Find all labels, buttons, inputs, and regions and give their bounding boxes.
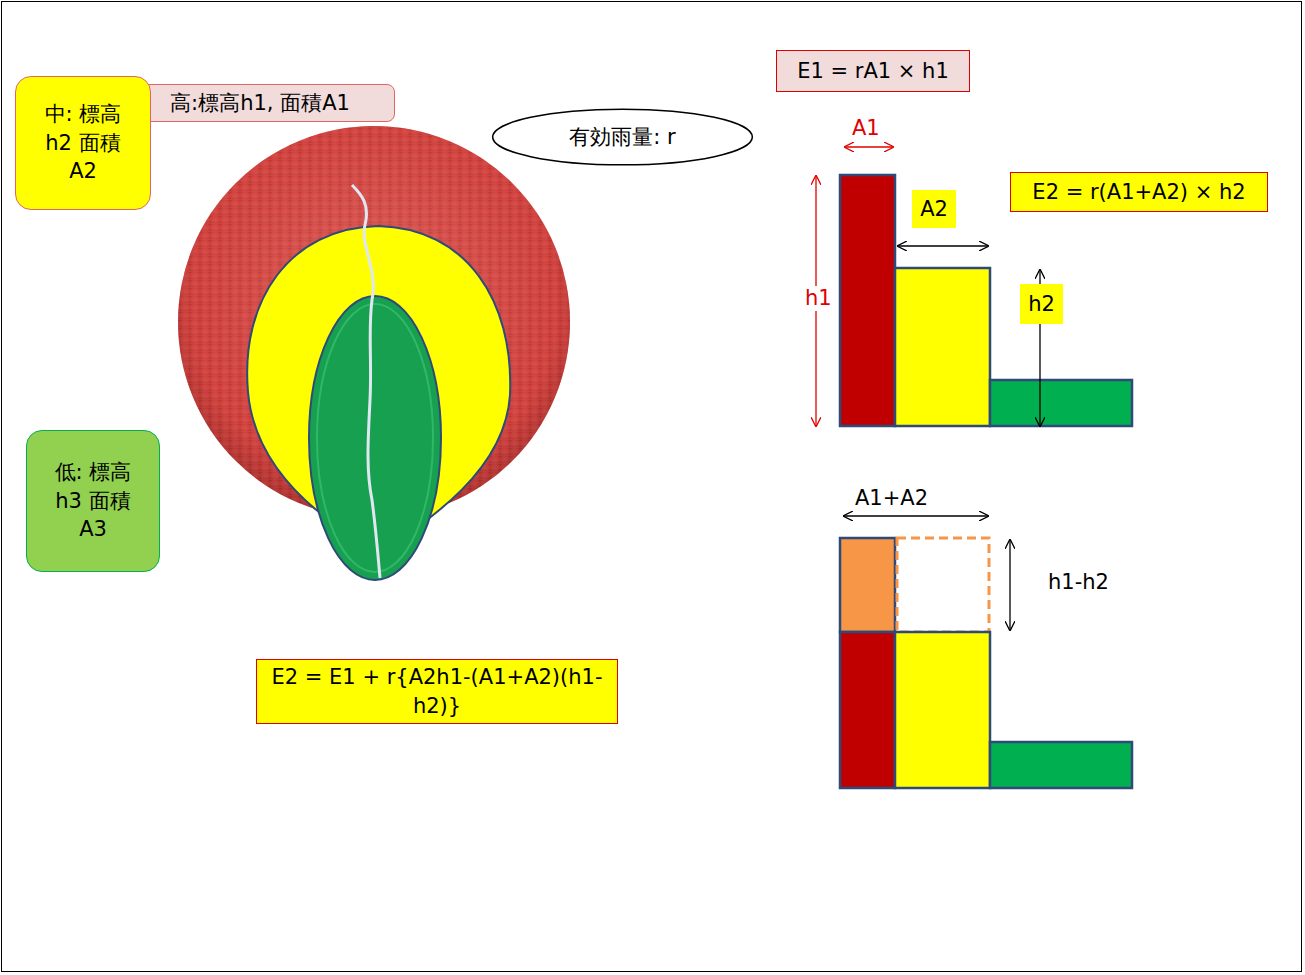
dimension-label: A2: [912, 190, 956, 228]
dimension-label: A1+A2: [853, 486, 930, 511]
node-text: h2: [1028, 290, 1055, 318]
dimension-label: A1: [850, 116, 882, 141]
dimension-label: h1: [803, 286, 834, 311]
node-text: 高:標高h1, 面積A1: [170, 89, 350, 117]
rain-ellipse: 有効雨量: r: [490, 108, 755, 166]
node-text: 有効雨量: r: [569, 123, 675, 151]
elevation-label-high: 高:標高h1, 面積A1: [125, 84, 395, 122]
elevation-label-low: 低: 標高h3 面積A3: [26, 430, 160, 572]
node-text: 低: 標高h3 面積A3: [45, 458, 141, 543]
node-text: E1 = rA1 × h1: [797, 57, 949, 85]
dimension-label: h2: [1020, 284, 1063, 324]
formula-box: E1 = rA1 × h1: [776, 50, 970, 92]
node-text: E2 = E1 + r{A2h1-(A1+A2)(h1-h2)}: [257, 663, 617, 720]
formula-box: E2 = r(A1+A2) × h2: [1010, 172, 1268, 212]
dimension-label: h1-h2: [1046, 570, 1111, 595]
node-text: A2: [920, 195, 948, 223]
node-text: 中: 標高h2 面積A2: [35, 100, 131, 185]
formula-box: E2 = E1 + r{A2h1-(A1+A2)(h1-h2)}: [256, 659, 618, 724]
node-text: E2 = r(A1+A2) × h2: [1032, 178, 1245, 206]
elevation-label-mid: 中: 標高h2 面積A2: [15, 76, 151, 210]
